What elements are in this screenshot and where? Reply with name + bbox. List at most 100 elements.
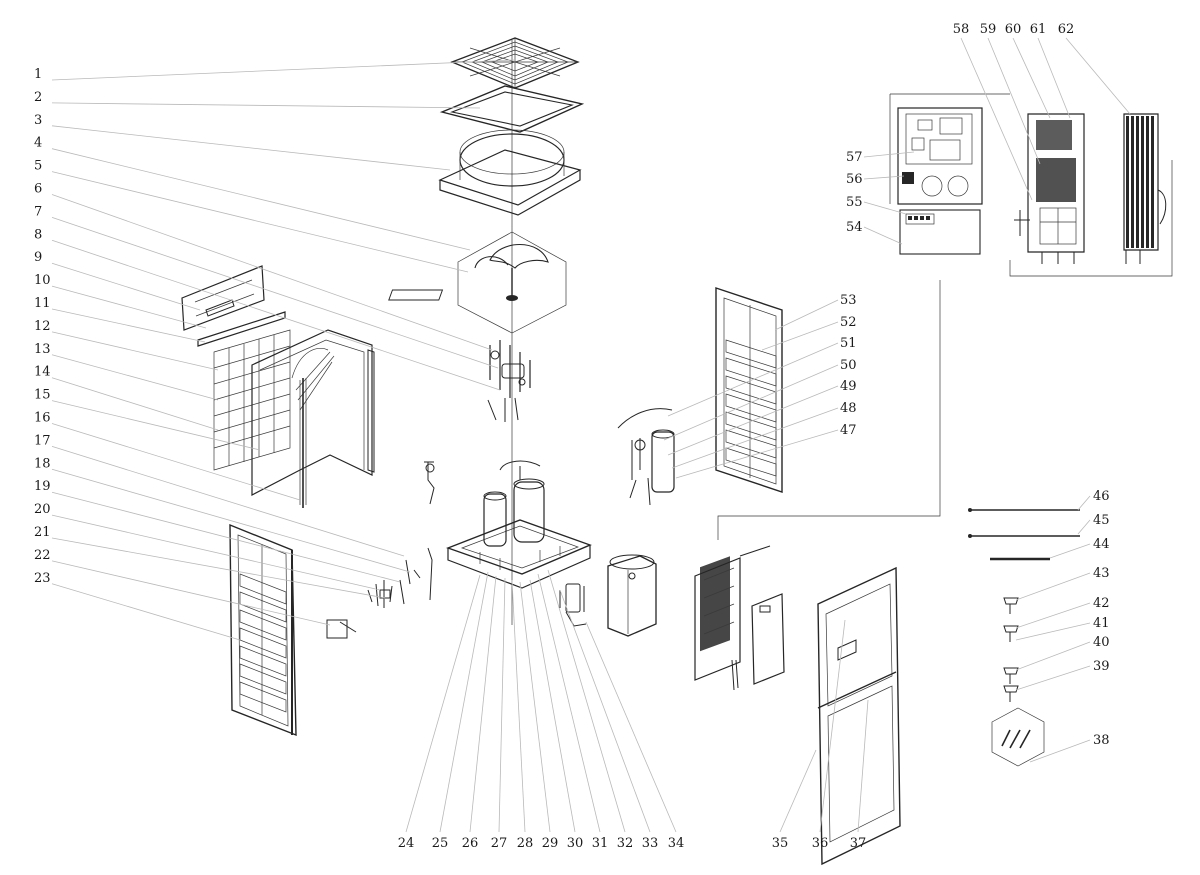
leader-line-53 bbox=[774, 299, 839, 331]
leader-line-47 bbox=[675, 429, 839, 479]
callout-4: 4 bbox=[34, 136, 42, 151]
cable-set bbox=[968, 508, 1080, 561]
control-board-inset bbox=[717, 93, 1010, 540]
callout-53: 53 bbox=[840, 293, 857, 308]
callout-46: 46 bbox=[1093, 489, 1110, 504]
leader-line-38 bbox=[1029, 739, 1091, 763]
callout-34: 34 bbox=[668, 836, 685, 851]
callout-39: 39 bbox=[1093, 659, 1110, 674]
leader-lines bbox=[51, 37, 1131, 833]
leader-line-23 bbox=[51, 583, 241, 641]
callout-35: 35 bbox=[772, 836, 789, 851]
heat-sink bbox=[1123, 113, 1167, 264]
leader-line-25 bbox=[439, 571, 489, 833]
callout-14: 14 bbox=[34, 365, 51, 380]
fasteners bbox=[1003, 597, 1019, 702]
callout-15: 15 bbox=[34, 388, 51, 403]
leader-line-21 bbox=[51, 537, 386, 599]
callout-26: 26 bbox=[462, 836, 479, 851]
callout-3: 3 bbox=[34, 113, 42, 128]
leader-line-10 bbox=[51, 285, 207, 329]
leader-line-37 bbox=[857, 699, 869, 833]
callout-24: 24 bbox=[398, 836, 415, 851]
callout-29: 29 bbox=[542, 836, 559, 851]
leader-line-2 bbox=[51, 102, 481, 109]
callout-38: 38 bbox=[1093, 733, 1110, 748]
callout-36: 36 bbox=[812, 836, 829, 851]
support-rail bbox=[197, 311, 286, 347]
leader-line-55 bbox=[863, 201, 907, 215]
leader-line-22 bbox=[51, 560, 331, 626]
top-cover-plate bbox=[181, 265, 265, 331]
callout-9: 9 bbox=[34, 250, 42, 265]
leader-line-17 bbox=[51, 446, 405, 557]
leader-line-26 bbox=[469, 575, 497, 833]
callout-31: 31 bbox=[592, 836, 609, 851]
callout-42: 42 bbox=[1093, 596, 1110, 611]
leader-line-18 bbox=[51, 468, 411, 573]
callout-62: 62 bbox=[1058, 22, 1075, 37]
accessory-kit bbox=[991, 707, 1045, 767]
leader-line-24 bbox=[405, 574, 481, 833]
electric-control-box bbox=[694, 545, 771, 691]
callout-30: 30 bbox=[567, 836, 584, 851]
leader-line-33 bbox=[559, 589, 651, 833]
callout-60: 60 bbox=[1005, 22, 1022, 37]
leader-line-31 bbox=[537, 573, 601, 833]
callout-37: 37 bbox=[850, 836, 867, 851]
leader-line-62 bbox=[1065, 37, 1131, 115]
leader-line-19 bbox=[51, 491, 401, 583]
leader-line-40 bbox=[1015, 641, 1091, 671]
filter-drier-assembly bbox=[559, 583, 587, 627]
condenser-coil bbox=[251, 329, 375, 508]
air-guide-ring bbox=[438, 129, 582, 216]
leader-line-8 bbox=[51, 239, 501, 391]
oil-separator-assembly bbox=[617, 408, 675, 506]
leader-line-60 bbox=[1012, 37, 1051, 119]
leader-line-44 bbox=[1049, 543, 1091, 559]
leader-line-5 bbox=[51, 171, 469, 273]
callout-52: 52 bbox=[840, 315, 857, 330]
callout-10: 10 bbox=[34, 273, 51, 288]
leader-line-29 bbox=[519, 581, 551, 833]
leader-line-52 bbox=[761, 321, 839, 351]
callout-41: 41 bbox=[1093, 616, 1110, 631]
leader-line-61 bbox=[1037, 37, 1071, 119]
callout-51: 51 bbox=[840, 336, 857, 351]
leader-line-14 bbox=[51, 377, 219, 431]
leader-line-13 bbox=[51, 354, 219, 401]
leader-line-48 bbox=[671, 407, 839, 469]
callout-45: 45 bbox=[1093, 513, 1110, 528]
callout-13: 13 bbox=[34, 342, 51, 357]
control-box-cover bbox=[751, 593, 785, 685]
control-box-3d bbox=[1014, 113, 1085, 264]
callout-6: 6 bbox=[34, 182, 42, 197]
leader-line-16 bbox=[51, 423, 301, 501]
callout-40: 40 bbox=[1093, 635, 1110, 650]
callout-1: 1 bbox=[34, 67, 42, 82]
callout-17: 17 bbox=[34, 433, 51, 448]
leader-line-6 bbox=[51, 194, 493, 351]
compressor-pair bbox=[483, 460, 545, 547]
four-way-valve-piping bbox=[487, 340, 531, 422]
callout-12: 12 bbox=[34, 319, 51, 334]
left-side-panel bbox=[229, 523, 297, 737]
fan-motor-assembly bbox=[388, 231, 567, 334]
leader-line-45 bbox=[1077, 519, 1091, 535]
leader-line-20 bbox=[51, 514, 381, 591]
leader-line-34 bbox=[585, 621, 677, 833]
leader-line-43 bbox=[1015, 572, 1091, 601]
callout-50: 50 bbox=[840, 358, 857, 373]
callout-61: 61 bbox=[1030, 22, 1047, 37]
callout-58: 58 bbox=[953, 22, 970, 37]
leader-line-3 bbox=[51, 125, 451, 171]
leader-line-11 bbox=[51, 308, 206, 343]
callout-25: 25 bbox=[432, 836, 449, 851]
leader-line-50 bbox=[663, 364, 839, 441]
leader-line-28 bbox=[511, 579, 526, 833]
callout-49: 49 bbox=[840, 379, 857, 394]
base-tray bbox=[445, 519, 592, 589]
leader-line-54 bbox=[863, 226, 903, 245]
